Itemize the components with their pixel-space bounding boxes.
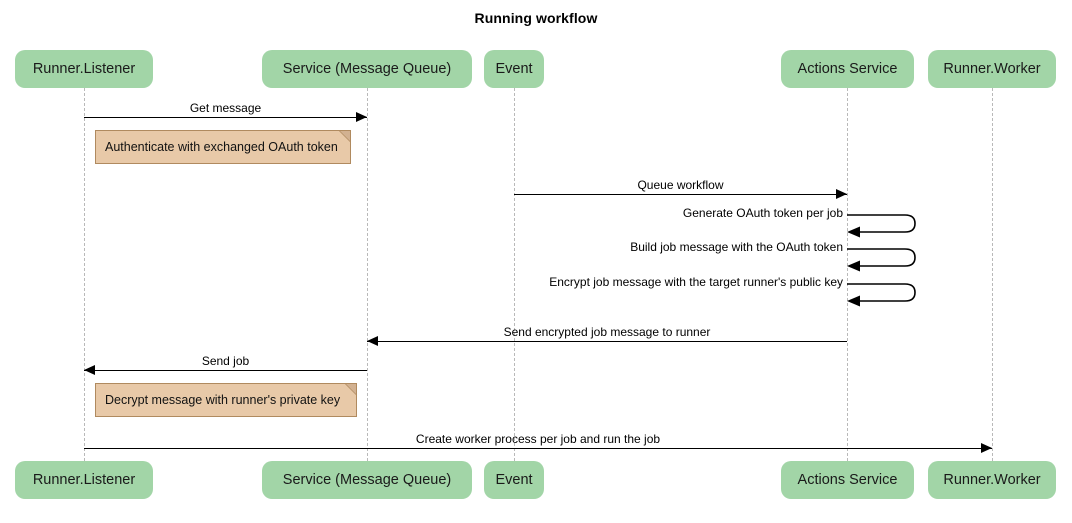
arrow-head-create-worker-process-per-job-and-run-the-job: [981, 443, 992, 454]
lifeline-runner-worker: [992, 88, 993, 461]
self-message-build-job-message-with-the-oauth-token: [847, 247, 919, 276]
lifeline-event: [514, 88, 515, 461]
participant-label: Actions Service: [797, 472, 898, 488]
lifeline-service-message-queue: [367, 88, 368, 461]
arrow-head-send-job: [84, 365, 95, 376]
arrow-head-get-message: [356, 112, 367, 123]
message-label-send-encrypted-job-message-to-runner: Send encrypted job message to runner: [503, 325, 711, 339]
participant-actions-service-bottom[interactable]: Actions Service: [781, 461, 914, 499]
participant-service-message-queue-bottom[interactable]: Service (Message Queue): [262, 461, 472, 499]
message-line-queue-workflow: [514, 194, 847, 195]
arrow-head-queue-workflow: [836, 189, 847, 200]
page-title: Running workflow: [474, 10, 598, 26]
note-fold-inner-icon: [346, 384, 356, 394]
participant-label: Service (Message Queue): [282, 472, 452, 488]
note-text: Decrypt message with runner's private ke…: [105, 393, 341, 407]
message-label-send-job: Send job: [201, 354, 250, 368]
participant-runner-worker-bottom[interactable]: Runner.Worker: [928, 461, 1056, 499]
lifeline-runner-listener: [84, 88, 85, 461]
message-label-build-job-message-with-the-oauth-token: Build job message with the OAuth token: [630, 240, 843, 254]
participant-label: Event: [495, 61, 533, 77]
message-label-get-message: Get message: [189, 101, 262, 115]
lifeline-actions-service: [847, 88, 848, 461]
note-decrypt-note: Decrypt message with runner's private ke…: [95, 383, 357, 417]
note-fold-inner-icon: [340, 131, 350, 141]
participant-label: Runner.Listener: [32, 61, 136, 77]
message-line-create-worker-process-per-job-and-run-the-job: [84, 448, 992, 449]
message-line-send-encrypted-job-message-to-runner: [367, 341, 847, 342]
message-label-create-worker-process-per-job-and-run-the-job: Create worker process per job and run th…: [415, 432, 661, 446]
participant-runner-worker-top[interactable]: Runner.Worker: [928, 50, 1056, 88]
participant-event-top[interactable]: Event: [484, 50, 544, 88]
participant-runner-listener-top[interactable]: Runner.Listener: [15, 50, 153, 88]
participant-event-bottom[interactable]: Event: [484, 461, 544, 499]
message-label-encrypt-job-message-with-the-target-runners-public-key: Encrypt job message with the target runn…: [549, 275, 843, 289]
participant-service-message-queue-top[interactable]: Service (Message Queue): [262, 50, 472, 88]
participant-label: Runner.Worker: [943, 61, 1041, 77]
participant-label: Service (Message Queue): [282, 61, 452, 77]
participant-runner-listener-bottom[interactable]: Runner.Listener: [15, 461, 153, 499]
participant-label: Runner.Worker: [943, 472, 1041, 488]
participant-label: Runner.Listener: [32, 472, 136, 488]
self-message-encrypt-job-message-with-the-target-runners-public-key: [847, 282, 919, 311]
arrow-head-send-encrypted-job-message-to-runner: [367, 336, 378, 347]
message-label-queue-workflow: Queue workflow: [637, 178, 724, 192]
message-line-send-job: [84, 370, 367, 371]
message-line-get-message: [84, 117, 367, 118]
note-text: Authenticate with exchanged OAuth token: [105, 140, 338, 154]
participant-label: Event: [495, 472, 533, 488]
note-authenticate-note: Authenticate with exchanged OAuth token: [95, 130, 351, 164]
message-label-generate-oauth-token-per-job: Generate OAuth token per job: [682, 206, 843, 220]
self-message-generate-oauth-token-per-job: [847, 213, 919, 242]
participant-label: Actions Service: [797, 61, 898, 77]
participant-actions-service-top[interactable]: Actions Service: [781, 50, 914, 88]
